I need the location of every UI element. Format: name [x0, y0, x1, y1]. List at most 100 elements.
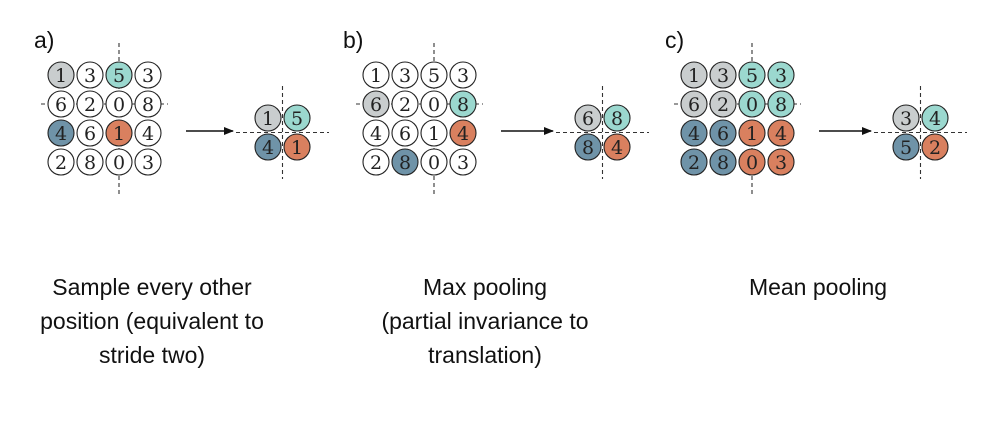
cell-value: 3 [457, 65, 469, 87]
input-cell: 3 [134, 61, 162, 89]
cell-value: 2 [929, 137, 941, 159]
circle-shape [892, 104, 920, 132]
circle-shape [921, 133, 949, 161]
input-cell: 2 [76, 90, 104, 118]
circle-shape [767, 148, 795, 176]
input-cell: 6 [391, 119, 419, 147]
circle-shape [574, 133, 602, 161]
circle-shape [738, 61, 766, 89]
cell-value: 4 [55, 123, 67, 145]
input-cell: 4 [134, 119, 162, 147]
circle-shape [134, 61, 162, 89]
cell-value: 2 [717, 94, 729, 116]
cell-value: 3 [84, 65, 96, 87]
cell-value: 5 [900, 137, 912, 159]
cell-value: 0 [113, 94, 125, 116]
circle-shape [420, 119, 448, 147]
input-cell: 3 [76, 61, 104, 89]
cell-value: 8 [457, 94, 469, 116]
circle-shape [391, 148, 419, 176]
circle-shape [105, 61, 133, 89]
cell-value: 1 [370, 65, 382, 87]
input-cell: 1 [47, 61, 75, 89]
circle-shape [420, 90, 448, 118]
circle-shape [47, 90, 75, 118]
input-cell: 2 [47, 148, 75, 176]
cell-value: 6 [717, 123, 729, 145]
input-cell: 4 [680, 119, 708, 147]
cell-value: 8 [717, 152, 729, 174]
cell-value: 0 [746, 152, 758, 174]
input-cell: 8 [767, 90, 795, 118]
circle-shape [76, 90, 104, 118]
caption-line: position (equivalent to [40, 308, 264, 334]
cell-value: 3 [900, 108, 912, 130]
input-cell: 8 [449, 90, 477, 118]
input-cell: 5 [105, 61, 133, 89]
input-cell: 3 [709, 61, 737, 89]
cell-value: 6 [399, 123, 411, 145]
output-cell: 4 [603, 133, 631, 161]
cell-value: 1 [746, 123, 758, 145]
cell-value: 1 [291, 137, 303, 159]
circle-shape [709, 61, 737, 89]
circle-shape [47, 148, 75, 176]
circle-shape [362, 119, 390, 147]
circle-shape [362, 90, 390, 118]
circle-shape [362, 61, 390, 89]
output-cell: 1 [283, 133, 311, 161]
circle-shape [709, 148, 737, 176]
circle-shape [892, 133, 920, 161]
input-cell: 3 [449, 61, 477, 89]
circle-shape [105, 148, 133, 176]
cell-value: 4 [929, 108, 941, 130]
output-cell: 2 [921, 133, 949, 161]
circle-shape [391, 119, 419, 147]
cell-value: 8 [775, 94, 787, 116]
caption-line: stride two) [99, 342, 205, 368]
input-cell: 6 [709, 119, 737, 147]
cell-value: 1 [688, 65, 700, 87]
output-cell: 3 [892, 104, 920, 132]
cell-value: 5 [746, 65, 758, 87]
input-cell: 4 [362, 119, 390, 147]
cell-value: 5 [113, 65, 125, 87]
circle-shape [134, 148, 162, 176]
cell-value: 8 [84, 152, 96, 174]
input-cell: 3 [134, 148, 162, 176]
cell-value: 3 [775, 65, 787, 87]
circle-shape [680, 148, 708, 176]
output-cell: 4 [921, 104, 949, 132]
cell-value: 0 [746, 94, 758, 116]
cell-value: 3 [775, 152, 787, 174]
circle-shape [709, 119, 737, 147]
circle-shape [362, 148, 390, 176]
input-cell: 0 [738, 90, 766, 118]
circle-shape [767, 90, 795, 118]
cell-value: 3 [142, 152, 154, 174]
cell-value: 5 [428, 65, 440, 87]
circle-shape [47, 119, 75, 147]
cell-value: 4 [688, 123, 700, 145]
panel-caption: Mean pooling [749, 274, 887, 300]
cell-value: 2 [55, 152, 67, 174]
circle-shape [391, 61, 419, 89]
circle-shape [738, 148, 766, 176]
panel-label: a) [34, 27, 54, 53]
input-cell: 6 [362, 90, 390, 118]
panel-caption: Max pooling(partial invariance totransla… [381, 274, 588, 368]
circle-shape [738, 119, 766, 147]
circle-shape [709, 90, 737, 118]
cell-value: 1 [113, 123, 125, 145]
circle-shape [921, 104, 949, 132]
cell-value: 0 [428, 152, 440, 174]
